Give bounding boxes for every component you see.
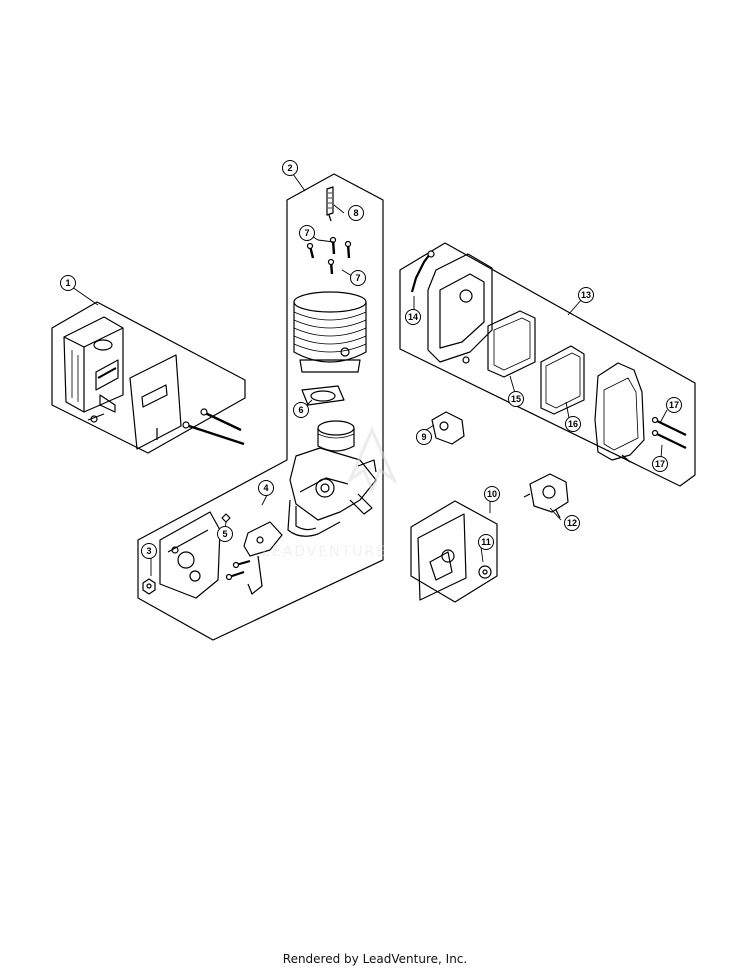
callout-circle — [405, 309, 421, 325]
callout-circle — [282, 160, 298, 176]
callout-number: 16 — [568, 419, 578, 429]
air-filter-15 — [487, 310, 536, 378]
cylinder-gasket — [301, 385, 345, 406]
callout-16: 16 — [565, 416, 581, 432]
callout-number: 10 — [487, 489, 497, 499]
callout-circle — [508, 391, 524, 407]
wire-14 — [410, 250, 435, 293]
callout-4: 4 — [258, 480, 274, 496]
ignition-screws — [221, 513, 251, 581]
muffler-illustration — [63, 316, 124, 423]
callout-17: 17 — [666, 397, 682, 413]
cylinder — [293, 291, 367, 373]
callout-number: 6 — [298, 405, 303, 415]
watermark: LEADVENTURE — [262, 426, 398, 560]
callout-circle — [299, 225, 315, 241]
callout-number: 11 — [481, 537, 491, 547]
callout-circle — [416, 429, 432, 445]
callout-number: 15 — [511, 394, 521, 404]
callout-number: 3 — [146, 546, 151, 556]
callout-7: 7 — [350, 270, 366, 286]
callout-1: 1 — [60, 275, 76, 291]
callout-number: 13 — [581, 290, 591, 300]
panel-muffler — [51, 301, 246, 454]
callout-14: 14 — [405, 309, 421, 325]
spark-plug — [326, 186, 334, 222]
nut-3 — [142, 578, 156, 595]
callout-circle — [565, 416, 581, 432]
panel-fuel-tank — [410, 500, 498, 603]
panel-air-cleaner — [399, 242, 696, 487]
callout-2: 2 — [282, 160, 298, 176]
callout-circle — [293, 402, 309, 418]
callout-number: 9 — [421, 432, 426, 442]
callout-circle — [60, 275, 76, 291]
callout-number: 12 — [567, 518, 577, 528]
callout-10: 10 — [484, 486, 500, 502]
crankcase — [287, 447, 377, 537]
callout-circle — [564, 515, 580, 531]
callout-number: 4 — [263, 483, 268, 493]
callout-number: 7 — [304, 228, 309, 238]
callout-number: 5 — [222, 529, 227, 539]
cover-screws-17 — [651, 416, 687, 449]
callout-circle — [478, 534, 494, 550]
callout-3: 3 — [141, 543, 157, 559]
air-cleaner-cover — [594, 362, 645, 463]
ignition-coil — [243, 521, 283, 595]
callout-7: 7 — [299, 225, 315, 241]
flywheel-panel — [159, 511, 221, 599]
panel-engine — [137, 173, 384, 641]
cylinder-bolts — [306, 236, 352, 275]
callout-11: 11 — [478, 534, 494, 550]
callout-circle — [652, 456, 668, 472]
callout-5: 5 — [217, 526, 233, 542]
callout-13: 13 — [578, 287, 594, 303]
muffler-gasket-panel — [129, 354, 182, 450]
callout-9: 9 — [416, 429, 432, 445]
callout-8: 8 — [348, 205, 364, 221]
muffler-bolts — [182, 408, 245, 446]
callout-circle — [217, 526, 233, 542]
callout-number: 17 — [655, 459, 665, 469]
callout-number: 7 — [355, 273, 360, 283]
footer-credit: Rendered by LeadVenture, Inc. — [282, 952, 468, 966]
leader-lines — [71, 173, 668, 576]
callout-number: 14 — [408, 312, 418, 322]
callout-circle — [258, 480, 274, 496]
callout-circle — [666, 397, 682, 413]
callout-circle — [141, 543, 157, 559]
callout-17: 17 — [652, 456, 668, 472]
air-cleaner-base — [427, 253, 493, 364]
callout-circle — [348, 205, 364, 221]
callout-12: 12 — [564, 515, 580, 531]
callout-15: 15 — [508, 391, 524, 407]
callout-number: 2 — [287, 163, 292, 173]
callout-number: 17 — [669, 400, 679, 410]
callout-circle — [578, 287, 594, 303]
callout-number: 1 — [65, 278, 70, 288]
piston — [317, 420, 355, 452]
callout-circle — [350, 270, 366, 286]
air-filter-16 — [540, 345, 585, 415]
bracket-9 — [431, 411, 465, 445]
fuel-tank-insert — [417, 513, 467, 601]
gear-11 — [478, 565, 492, 579]
callout-circle — [484, 486, 500, 502]
callout-number: 8 — [353, 208, 358, 218]
carburetor — [523, 473, 569, 519]
callout-6: 6 — [293, 402, 309, 418]
watermark-text: LEADVENTURE — [262, 544, 387, 560]
